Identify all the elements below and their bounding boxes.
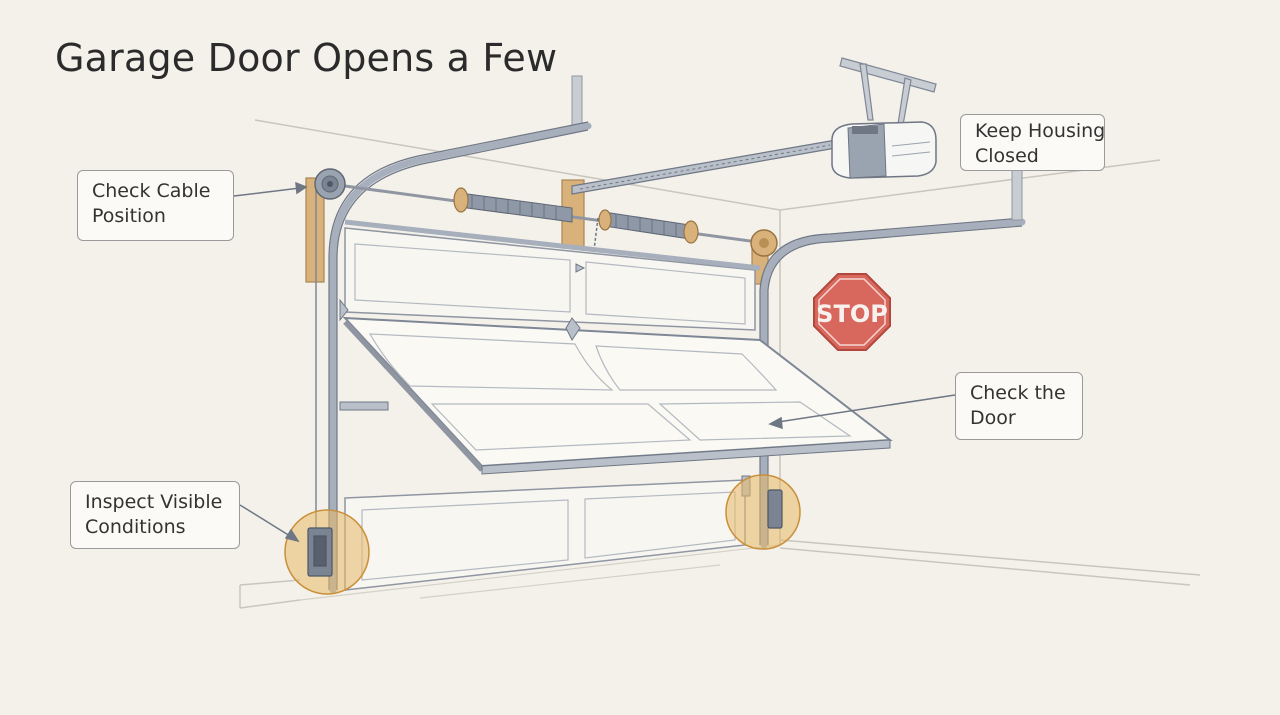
stop-sign: STOP (813, 273, 891, 351)
page-title: Garage Door Opens a Few (55, 36, 558, 80)
door-tilted-panel (342, 316, 893, 475)
callout-line: Check the (970, 382, 1066, 404)
torsion-spring-left (453, 187, 573, 223)
callout-keep-housing-closed: Keep Housing Closed (960, 114, 1105, 171)
callout-line: Keep Housing (975, 120, 1106, 142)
opener-rail (571, 139, 837, 195)
ceiling-hanger (571, 75, 583, 127)
left-wood-bracket (305, 177, 325, 283)
right-track (760, 218, 1026, 549)
callout-line: Position (92, 205, 166, 227)
callout-check-cable-position: Check Cable Position (77, 170, 234, 241)
cable-drum-right (750, 229, 778, 257)
callout-arrows (233, 181, 956, 543)
callout-inspect-visible-conditions: Inspect Visible Conditions (70, 481, 240, 549)
opener-hanger (839, 57, 937, 126)
floor (299, 544, 781, 601)
bottom-bracket-highlight-right (725, 474, 801, 550)
bottom-brackets (307, 489, 783, 577)
opener-motor-housing (831, 121, 937, 179)
callout-check-the-door: Check the Door (955, 372, 1083, 440)
left-track (329, 122, 592, 594)
callout-line: Check Cable (92, 180, 211, 202)
cable-drum-left (314, 168, 346, 200)
callout-line: Closed (975, 145, 1039, 167)
torsion-spring-right (603, 211, 699, 244)
door-lower-sections (344, 479, 746, 591)
callout-line: Conditions (85, 516, 186, 538)
callout-line: Door (970, 407, 1016, 429)
callout-line: Inspect Visible (85, 491, 223, 513)
stop-sign-text: STOP (816, 300, 888, 328)
door-upper-section (344, 227, 756, 331)
